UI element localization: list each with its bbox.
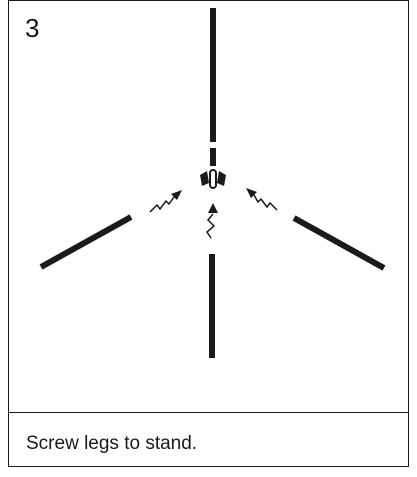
left-leg — [41, 217, 131, 267]
vertical-stand-pole — [210, 8, 216, 188]
arrow-squiggle-left-icon — [150, 190, 182, 212]
right-leg — [294, 218, 384, 268]
arrow-squiggle-center-icon — [207, 203, 218, 238]
arrow-squiggle-right-icon — [246, 188, 277, 210]
